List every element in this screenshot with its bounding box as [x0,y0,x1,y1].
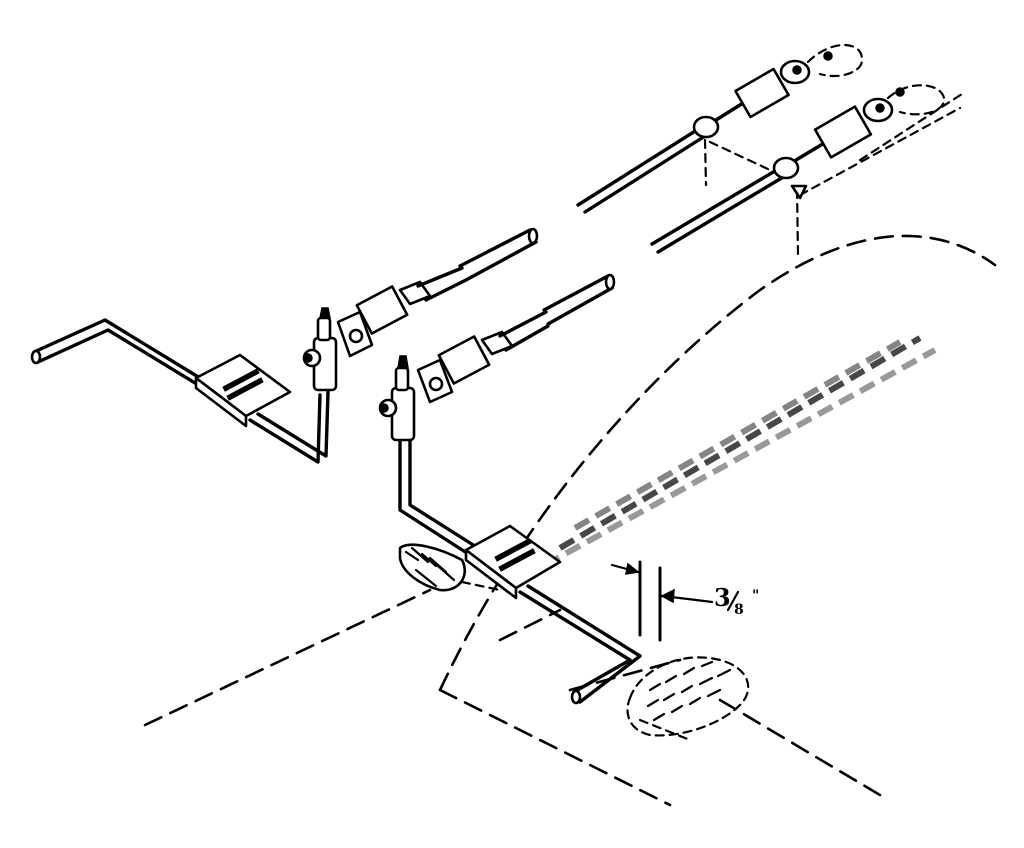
left-control-assembly [30,227,539,464]
dimension-denominator: 8 [734,602,744,618]
dimension-numerator: 3 [714,583,731,612]
hidden-rib-band [543,335,937,568]
surface-outline [143,234,997,807]
rod-end-assembly-rear-upper [576,43,864,214]
rod-end-assembly-rear-lower [650,84,967,257]
dimension-unit: " [752,588,759,604]
dimension-callout: 3 8 " [610,560,759,642]
pedal-outline [626,656,750,742]
right-control-assembly [378,273,642,705]
